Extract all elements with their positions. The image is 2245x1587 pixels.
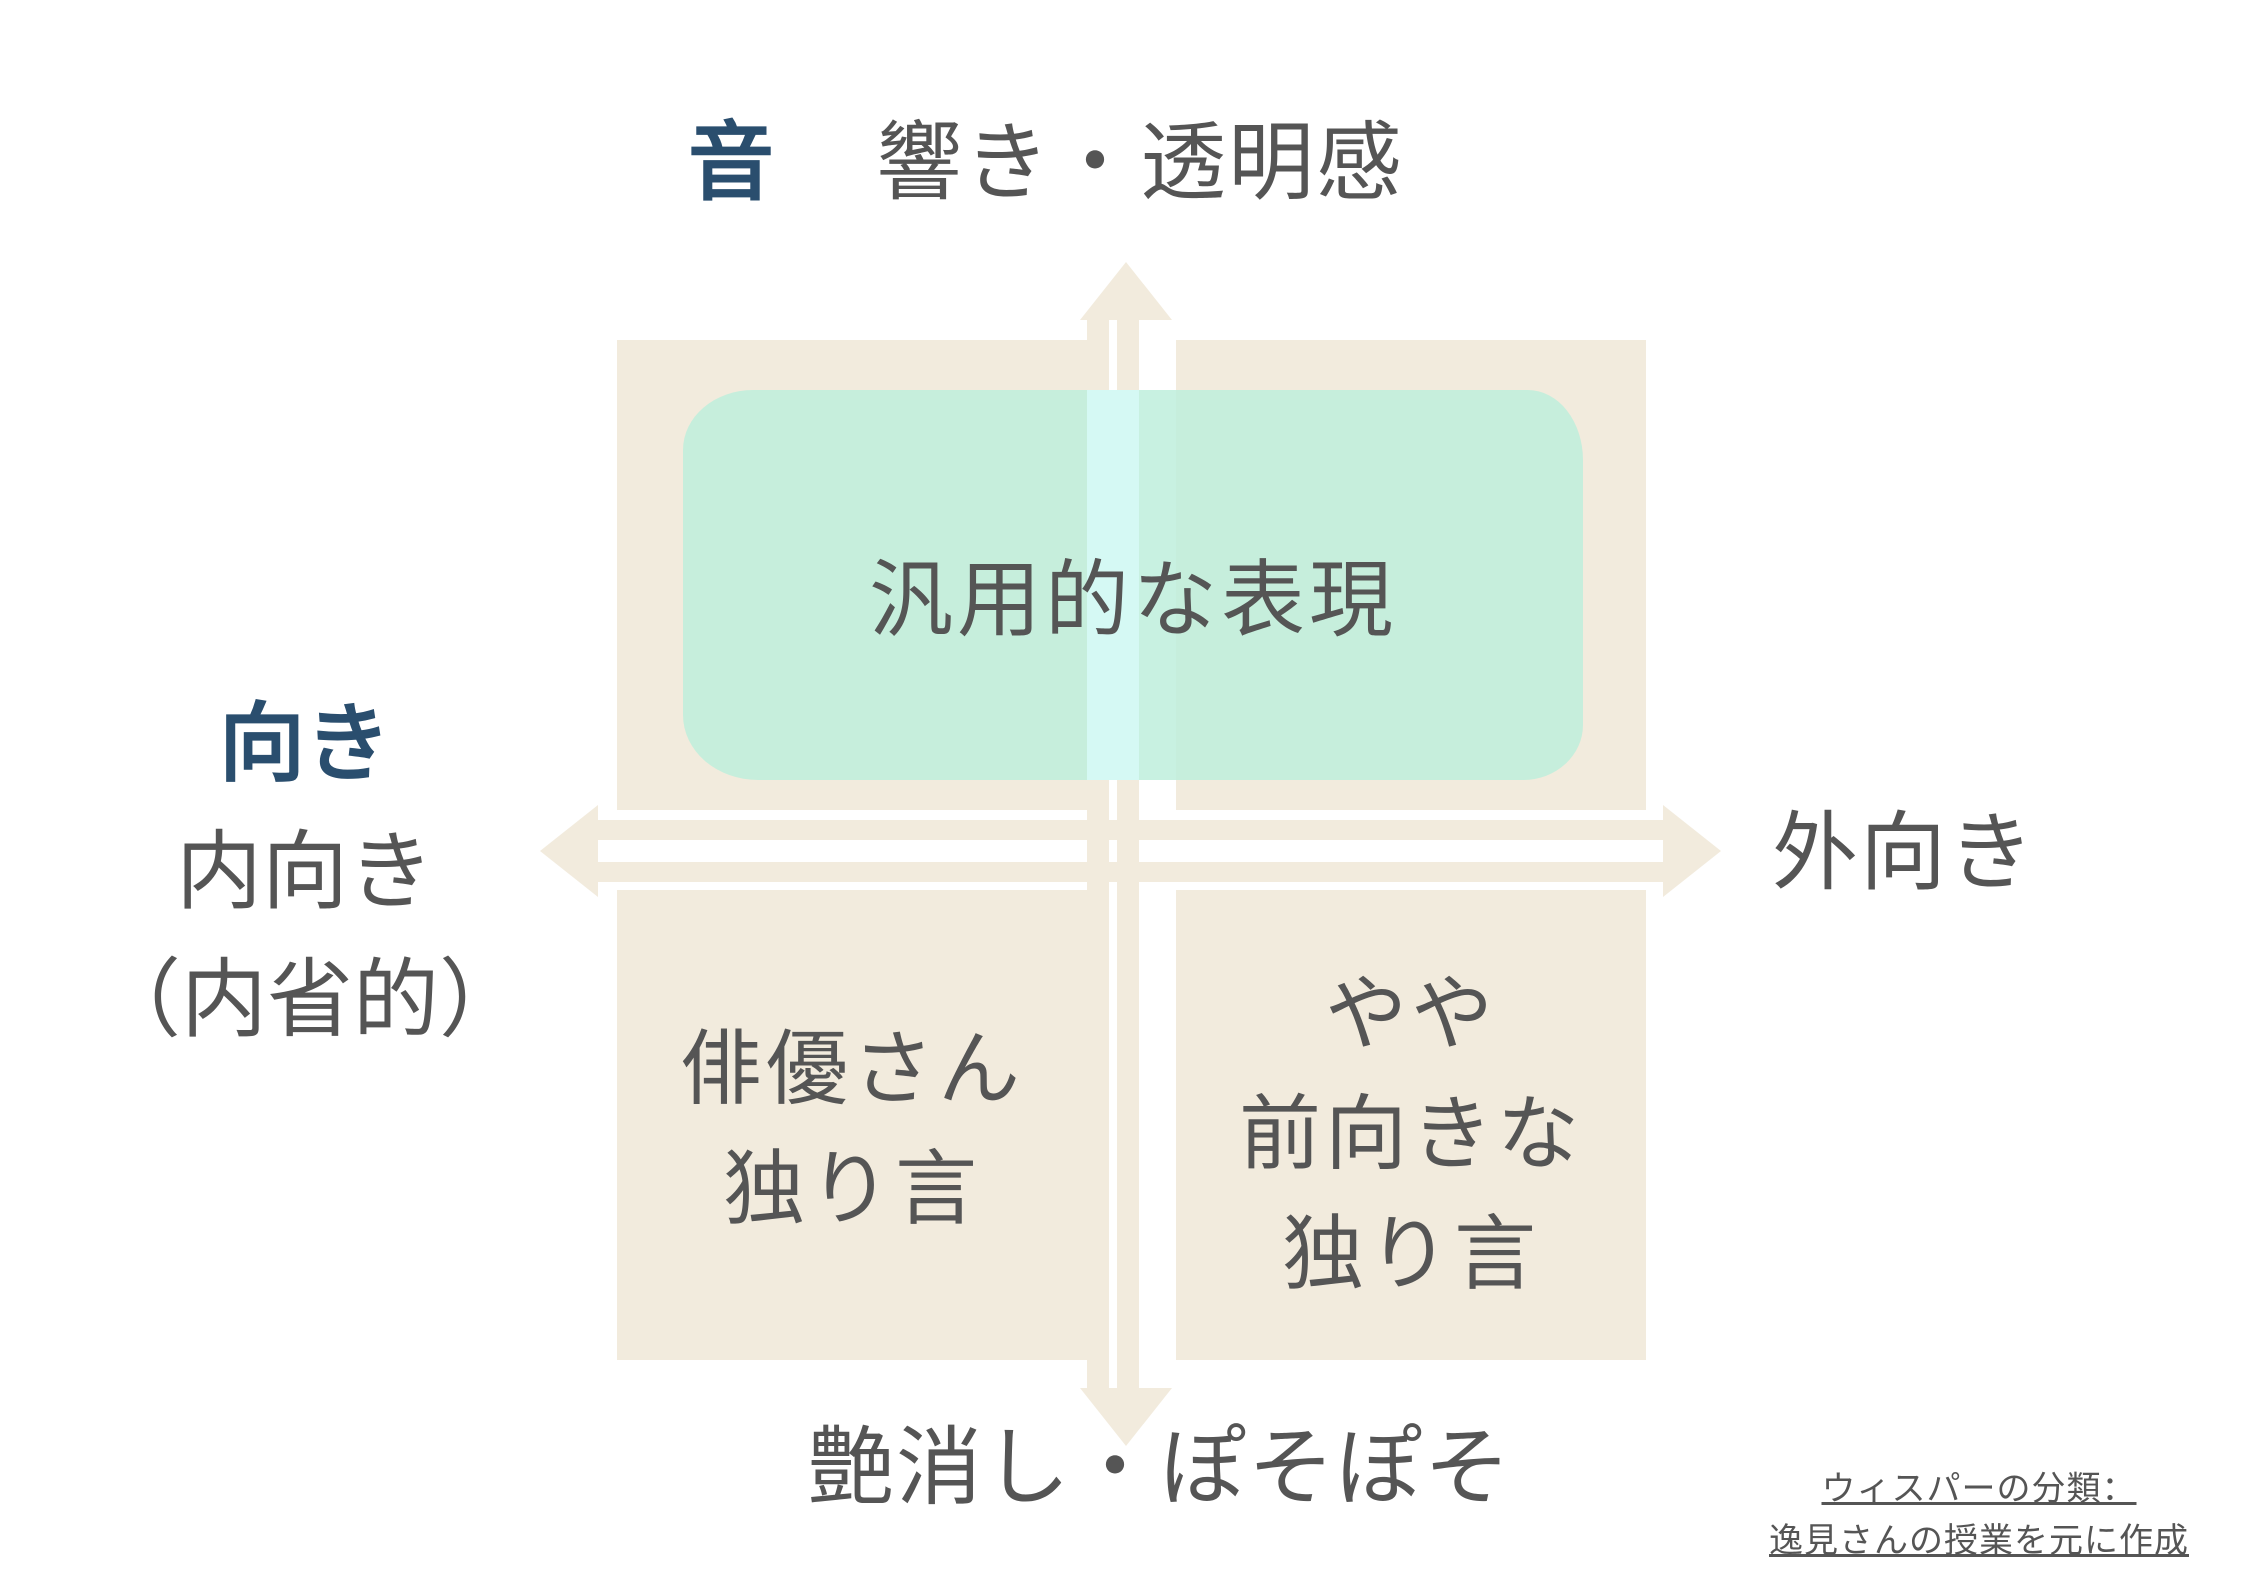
horizontal-axis-bottom-line bbox=[595, 862, 1665, 882]
credit-line-1: ウィスパーの分類： bbox=[1821, 1469, 2137, 1509]
arrow-left-icon bbox=[540, 805, 598, 897]
bottom-right-line-2: 前向きな bbox=[1238, 1087, 1583, 1182]
quadrant-bottom-right bbox=[1176, 890, 1646, 1360]
credit-line-2: 逸見さんの授業を元に作成 bbox=[1769, 1521, 2189, 1561]
quadrant-bottom-left bbox=[617, 890, 1087, 1360]
arrow-right-icon bbox=[1663, 805, 1721, 897]
axis-overlap-tint bbox=[1087, 390, 1139, 780]
top-axis-label: 響き・透明感 bbox=[876, 113, 1404, 213]
left-axis-line-1: 内向き bbox=[176, 822, 434, 922]
bottom-right-label: やや 前向きな 独り言 bbox=[1176, 955, 1646, 1315]
right-axis-title: 外向き bbox=[1772, 803, 2036, 903]
bottom-right-line-1: やや bbox=[1324, 967, 1497, 1062]
left-axis-accent: 向き bbox=[219, 694, 391, 794]
bottom-left-line-1: 俳優さん bbox=[679, 1022, 1024, 1117]
left-axis-title: 向き 内向き （内省的） bbox=[95, 680, 525, 1064]
bottom-right-line-3: 独り言 bbox=[1281, 1207, 1540, 1302]
top-axis-title: 音響き・透明感 bbox=[688, 120, 1404, 206]
credit-note: ウィスパーの分類： 逸見さんの授業を元に作成 bbox=[1769, 1463, 2189, 1567]
bottom-left-label: 俳優さん 独り言 bbox=[617, 1010, 1087, 1250]
arrow-up-icon bbox=[1080, 262, 1172, 320]
horizontal-axis-top-line bbox=[595, 820, 1665, 840]
top-span-label: 汎用的な表現 bbox=[868, 551, 1397, 649]
top-axis-accent: 音 bbox=[688, 113, 776, 213]
bottom-axis-title: 艶消し・ぽそぽそ bbox=[808, 1418, 1512, 1518]
left-axis-line-2: （内省的） bbox=[95, 950, 525, 1050]
bottom-left-line-2: 独り言 bbox=[722, 1142, 981, 1237]
arrow-down-icon bbox=[1080, 1388, 1172, 1446]
